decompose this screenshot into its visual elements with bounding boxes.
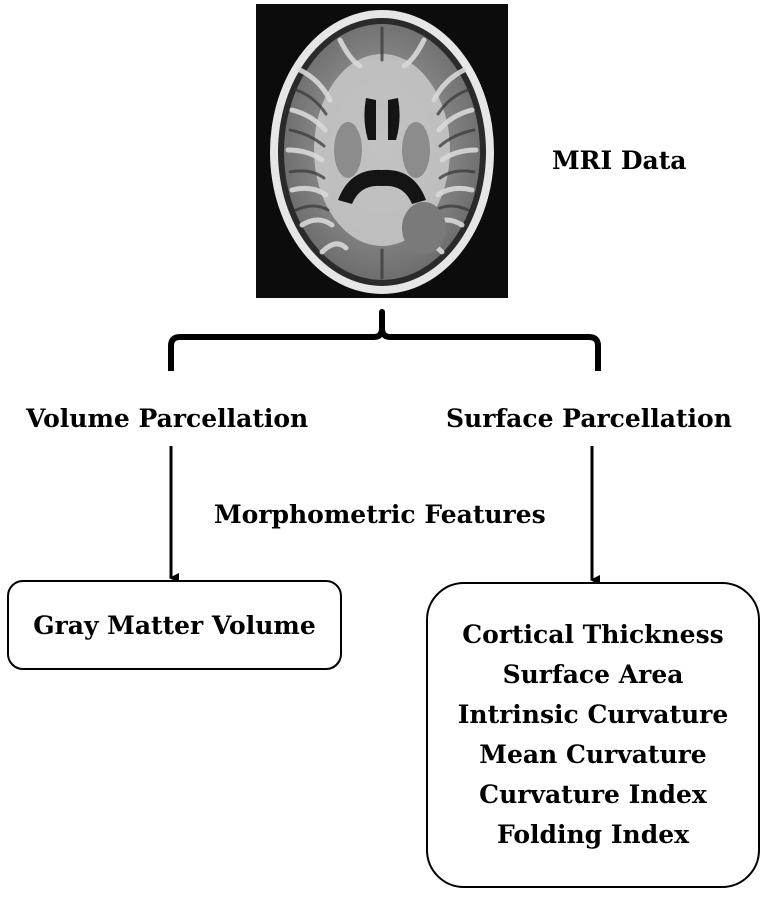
- volume-parcellation-label: Volume Parcellation: [26, 404, 309, 433]
- split-bracket: [168, 309, 601, 371]
- feature-surface-area: Surface Area: [502, 660, 684, 689]
- surface-features-box: Cortical Thickness Surface Area Intrinsi…: [426, 582, 760, 888]
- morphometric-features-label: Morphometric Features: [214, 500, 546, 529]
- feature-curvature-index: Curvature Index: [479, 780, 707, 809]
- surface-parcellation-label: Surface Parcellation: [446, 404, 732, 433]
- feature-folding-index: Folding Index: [496, 820, 690, 849]
- gray-matter-volume-box: Gray Matter Volume: [7, 580, 342, 670]
- feature-mean-curvature: Mean Curvature: [479, 740, 707, 769]
- mri-data-label: MRI Data: [552, 146, 687, 175]
- feature-intrinsic-curvature: Intrinsic Curvature: [457, 700, 729, 729]
- brain-mri-axial-slice-icon: [256, 4, 508, 298]
- gray-matter-volume-text: Gray Matter Volume: [33, 610, 316, 640]
- feature-cortical-thickness: Cortical Thickness: [462, 620, 724, 649]
